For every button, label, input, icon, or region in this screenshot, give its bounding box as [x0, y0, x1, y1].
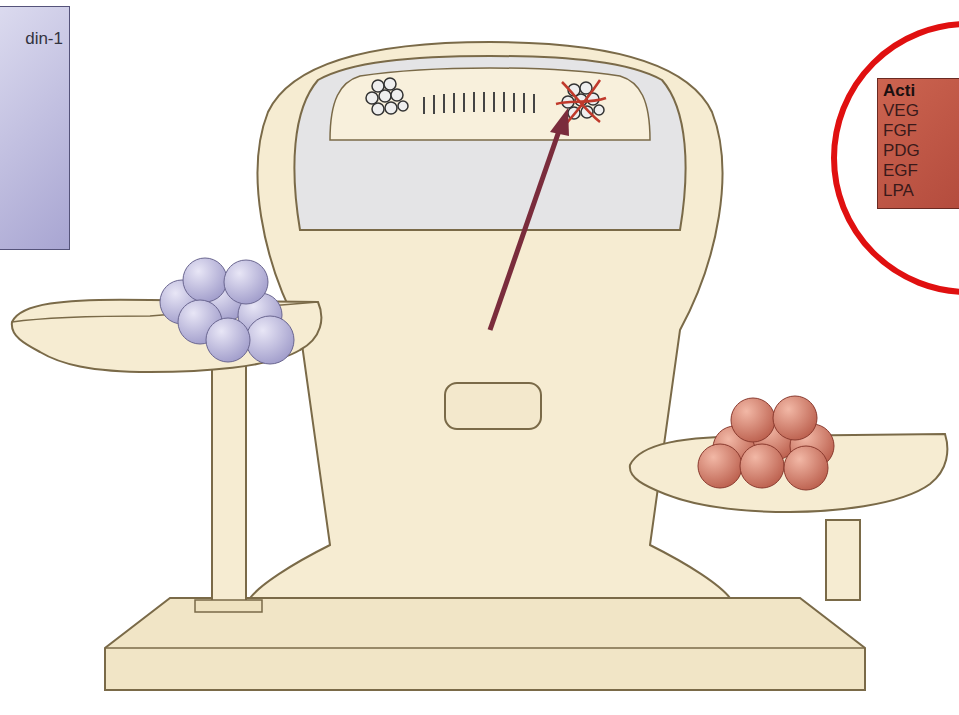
scale-display [445, 383, 541, 429]
quiescent-cells-icon [366, 78, 408, 115]
dial-face [330, 68, 650, 140]
dial-ticks [424, 92, 534, 114]
left-pan [12, 258, 322, 372]
inhibitor-box: din-1 [0, 6, 70, 250]
dial-needle [490, 128, 560, 330]
box-heading: din-1 [1, 29, 69, 49]
box-heading: Acti [883, 81, 959, 101]
right-pillar [826, 520, 860, 600]
box-body: VEG FGF PDG EGF LPA [883, 101, 920, 201]
highlight-circle [834, 24, 959, 292]
activator-box: ActiVEG FGF PDG EGF LPA [877, 78, 959, 209]
right-pan [630, 396, 948, 512]
left-pillar-foot [195, 600, 262, 612]
needle-head [550, 108, 569, 136]
left-pillar [212, 365, 246, 601]
scale-base [105, 598, 865, 690]
dial-frame [294, 56, 685, 230]
scale-base-top [105, 647, 865, 649]
